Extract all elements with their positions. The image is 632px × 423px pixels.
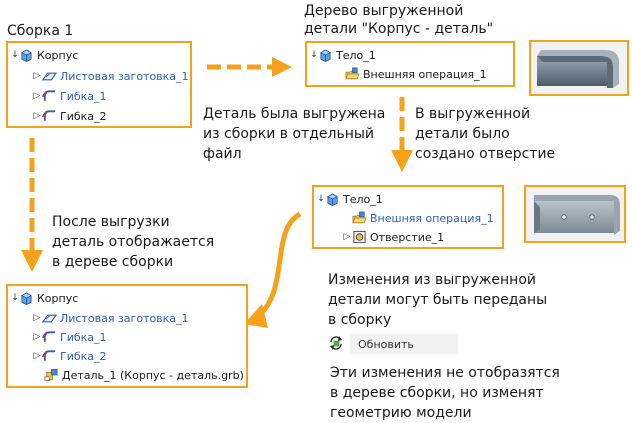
- tree-item-label: Внешняя операция_1: [363, 67, 487, 81]
- tree-item-hole[interactable]: ▷ Отверстие_1: [342, 228, 445, 246]
- part-tree-title-2: детали "Корпус - деталь": [304, 21, 494, 37]
- sheet-part-model-with-hole: [534, 195, 620, 235]
- cube-icon: [20, 292, 33, 305]
- arrow-down-left-head: [21, 250, 43, 272]
- expand-arrow-icon[interactable]: ▷: [33, 351, 41, 361]
- note-caption-2: в дереве сборки, но изменят: [330, 385, 544, 401]
- bend-icon: [42, 330, 57, 344]
- assembly-tree: ↓ Корпус ▷ Листовая заготовка_1 ▷ Гибка_…: [6, 41, 192, 128]
- part-tree-with-hole: ↓ Тело_1 Внешняя операция_1 ▷ Отверстие_…: [312, 185, 504, 249]
- tree-item-label: Внешняя операция_1: [370, 211, 494, 225]
- hole-icon: [352, 230, 367, 244]
- collapse-arrow-icon[interactable]: ↓: [11, 50, 19, 60]
- refresh-icon: [328, 335, 350, 354]
- hole-caption-1: В выгруженной: [415, 106, 531, 122]
- transfer-caption-1: Изменения из выгруженной: [328, 272, 537, 288]
- collapse-arrow-icon[interactable]: ↓: [317, 194, 325, 204]
- assembly-title: Сборка 1: [7, 23, 74, 39]
- tree-root-row[interactable]: ↓ Тело_1: [309, 46, 376, 64]
- tree-root-label: Корпус: [37, 291, 79, 305]
- arrow-right-head: [272, 57, 292, 77]
- after-caption-1: После выгрузки: [52, 214, 170, 230]
- transfer-caption-3: в сборку: [328, 312, 392, 328]
- arrow-curved: [256, 211, 302, 318]
- note-caption-3: геометрию модели: [330, 405, 472, 421]
- bend-icon: [42, 109, 57, 123]
- cube-icon: [319, 49, 332, 62]
- unloaded-caption-3: файл: [203, 146, 242, 162]
- tree-item-bend-1[interactable]: ▷ Гибка_1: [32, 87, 107, 105]
- tree-item-sheet[interactable]: ▷ Листовая заготовка_1: [32, 309, 189, 327]
- model-preview-with-hole: [524, 185, 626, 243]
- cube-icon: [20, 49, 33, 62]
- tree-item-label: Листовая заготовка_1: [60, 69, 189, 83]
- tree-item-bend-1[interactable]: ▷ Гибка_1: [32, 328, 107, 346]
- external-operation-icon: [352, 211, 367, 225]
- note-caption-1: Эти изменения не отобразятся: [330, 365, 560, 381]
- hole-caption-3: создано отверстие: [415, 146, 556, 162]
- update-button-label: Обновить: [350, 334, 458, 354]
- tree-item-label: Отверстие_1: [370, 230, 445, 244]
- unloaded-caption-2: из сборки в отдельный: [203, 126, 375, 142]
- expand-arrow-icon[interactable]: ▷: [33, 71, 41, 81]
- arrow-down-center-head: [391, 150, 413, 172]
- transfer-caption-2: детали могут быть переданы: [328, 292, 548, 308]
- tree-item-bend-2[interactable]: ▷ Гибка_2: [32, 347, 107, 365]
- collapse-arrow-icon[interactable]: ↓: [310, 50, 318, 60]
- tree-item-label: Гибка_1: [60, 330, 107, 344]
- tree-item-bend-2[interactable]: ▷ Гибка_2: [32, 107, 107, 125]
- part-tree-title-1: Дерево выгруженной: [304, 3, 464, 19]
- sheet-part-model: [537, 50, 619, 88]
- tree-item-label: Деталь_1 (Корпус - деталь.grb): [62, 368, 244, 382]
- external-operation-icon: [345, 67, 360, 81]
- expand-arrow-icon[interactable]: ▷: [33, 91, 41, 101]
- part-tree: ↓ Тело_1 Внешняя операция_1: [305, 41, 515, 87]
- after-caption-3: в дереве сборки: [52, 254, 174, 270]
- tree-item-sheet[interactable]: ▷ Листовая заготовка_1: [32, 67, 189, 85]
- sheet-blank-icon: [42, 69, 57, 83]
- tree-root-row[interactable]: ↓ Корпус: [10, 289, 78, 307]
- model-preview-initial: [529, 40, 629, 96]
- update-button[interactable]: Обновить: [328, 334, 458, 354]
- bend-icon: [42, 349, 57, 363]
- hole-caption-2: детали было: [415, 126, 510, 142]
- cube-icon: [326, 193, 339, 206]
- tree-item-label: Гибка_2: [60, 349, 107, 363]
- expand-arrow-icon[interactable]: ▷: [33, 111, 41, 121]
- expand-arrow-icon[interactable]: ▷: [33, 332, 41, 342]
- expand-arrow-icon[interactable]: ▷: [33, 313, 41, 323]
- tree-root-label: Корпус: [37, 48, 79, 62]
- bend-icon: [42, 89, 57, 103]
- collapse-arrow-icon[interactable]: ↓: [11, 293, 19, 303]
- tree-item-external-op[interactable]: Внешняя операция_1: [345, 65, 487, 83]
- tree-item-external-op[interactable]: Внешняя операция_1: [352, 209, 494, 227]
- part-reference-icon: [44, 368, 59, 382]
- tree-item-label: Гибка_2: [60, 109, 107, 123]
- tree-root-row[interactable]: ↓ Корпус: [10, 46, 78, 64]
- after-caption-2: деталь отображается: [52, 234, 215, 250]
- expand-arrow-icon[interactable]: ▷: [343, 232, 351, 242]
- unloaded-caption-1: Деталь была выгружена: [203, 106, 386, 122]
- assembly-tree-after: ↓ Корпус ▷ Листовая заготовка_1 ▷ Гибка_…: [6, 284, 248, 388]
- tree-item-label: Гибка_1: [60, 89, 107, 103]
- tree-root-label: Тело_1: [336, 48, 376, 62]
- tree-item-part-ref[interactable]: Деталь_1 (Корпус - деталь.grb): [44, 366, 244, 384]
- arrow-curved-head: [244, 304, 268, 328]
- tree-root-label: Тело_1: [343, 192, 383, 206]
- tree-item-label: Листовая заготовка_1: [60, 311, 189, 325]
- tree-root-row[interactable]: ↓ Тело_1: [316, 190, 383, 208]
- sheet-blank-icon: [42, 311, 57, 325]
